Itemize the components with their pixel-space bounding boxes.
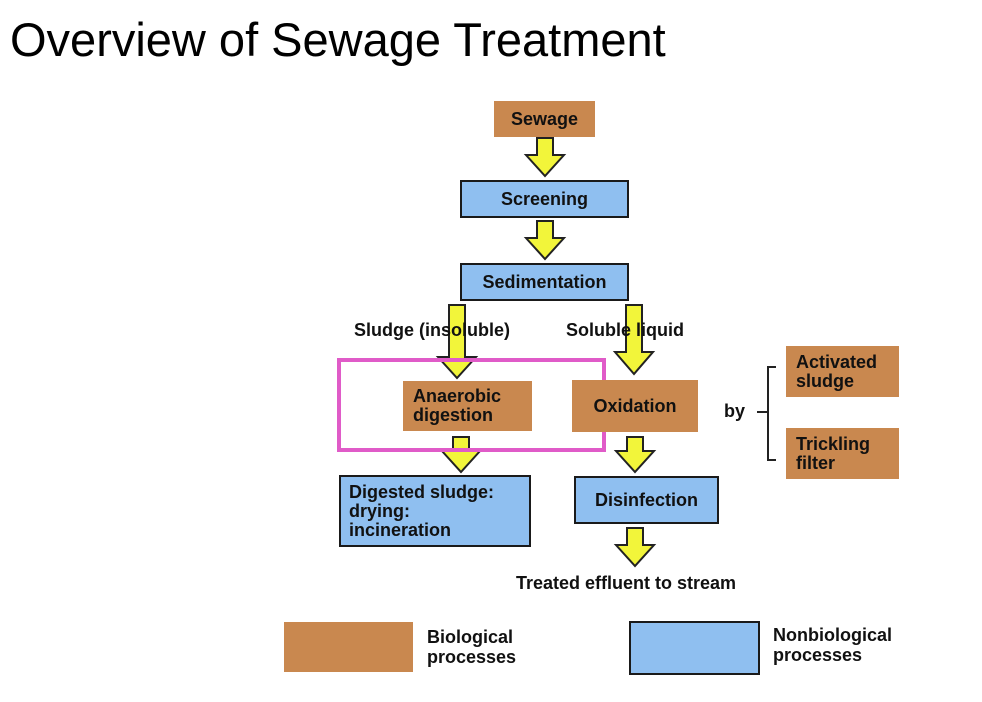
node-anaerobic: Anaerobic digestion <box>403 381 532 431</box>
node-sedimentation-label: Sedimentation <box>482 271 607 292</box>
arrow-oxidation-disinfection <box>613 436 657 474</box>
node-oxidation-label: Oxidation <box>593 395 677 416</box>
node-disinfection-label: Disinfection <box>594 489 698 510</box>
node-activated-label: Activated sludge <box>796 351 878 391</box>
label-effluent: Treated effluent to stream <box>516 573 737 593</box>
arrow-sewage-screening <box>523 137 567 178</box>
node-digested-label: Digested sludge: drying: incineration <box>349 481 495 540</box>
node-activated: Activated sludge <box>786 346 899 397</box>
node-disinfection: Disinfection <box>574 476 719 524</box>
arrow-anaerobic-digested <box>439 436 483 474</box>
arrow-screening-sedimentation <box>523 220 567 261</box>
arrow-sedimentation-anaerobic <box>435 304 479 380</box>
node-anaerobic-label: Anaerobic digestion <box>413 386 502 425</box>
node-sewage: Sewage <box>494 101 595 137</box>
node-digested: Digested sludge: drying: incineration <box>339 475 531 547</box>
node-screening-label: Screening <box>500 188 589 209</box>
arrow-sedimentation-oxidation <box>612 304 656 376</box>
legend-label-nonbiological: Nonbiological processes <box>773 625 892 665</box>
by-bracket <box>767 366 776 461</box>
node-trickling-label: Trickling filter <box>796 433 871 473</box>
arrow-disinfection-effluent <box>613 527 657 568</box>
label-soluble: Soluble liquid <box>566 320 684 340</box>
label-sludge: Sludge (insoluble) <box>354 320 510 340</box>
node-sedimentation: Sedimentation <box>460 263 629 301</box>
node-trickling: Trickling filter <box>786 428 899 479</box>
node-sewage-label: Sewage <box>510 108 579 129</box>
label-by: by <box>724 401 746 421</box>
page-title: Overview of Sewage Treatment <box>10 13 666 66</box>
node-screening: Screening <box>460 180 629 218</box>
legend-swatch-biological <box>284 622 413 672</box>
node-oxidation: Oxidation <box>572 380 698 432</box>
legend-swatch-nonbiological <box>629 621 760 675</box>
legend-label-biological: Biological processes <box>427 627 517 667</box>
